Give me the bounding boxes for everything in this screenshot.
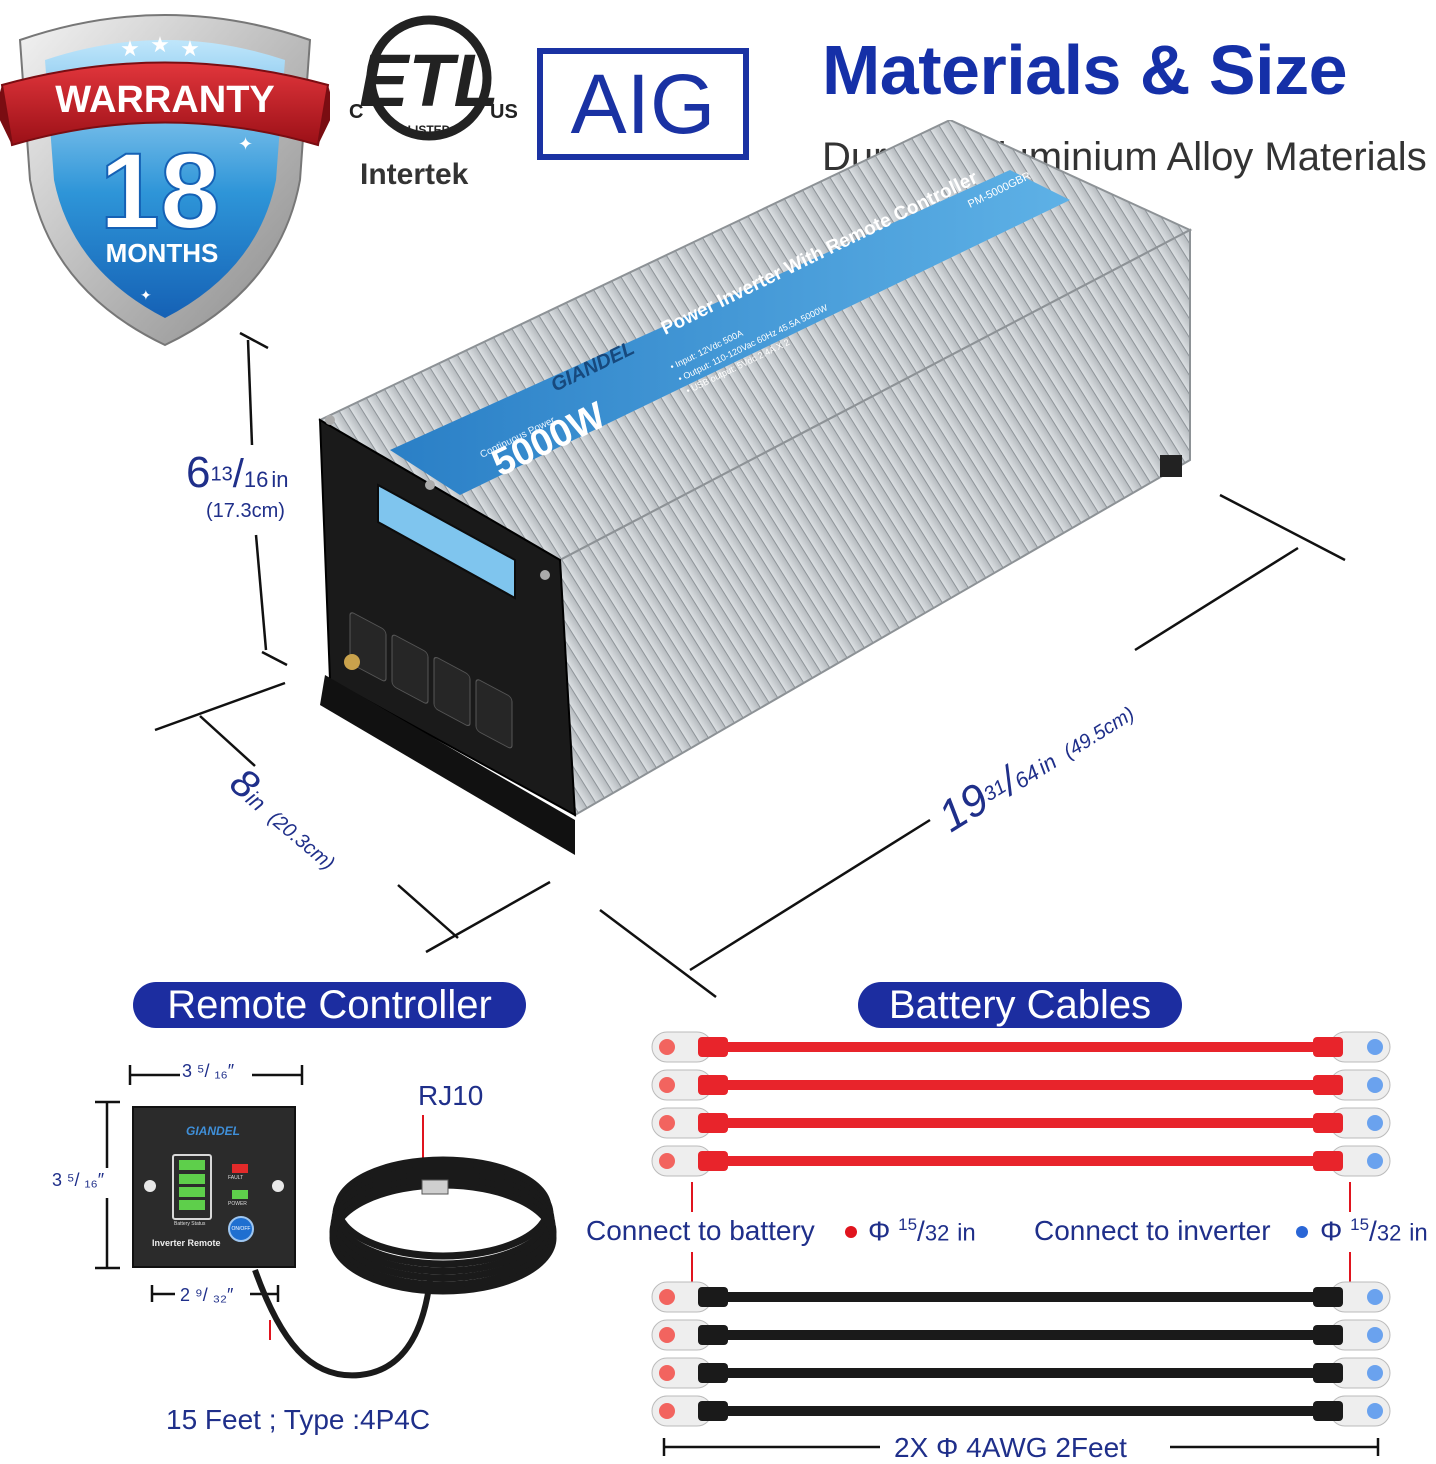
red-cable-2: [651, 1069, 1391, 1101]
remote-brand: GIANDEL: [186, 1124, 240, 1138]
ring-unit: in: [957, 1219, 976, 1247]
black-cable-4: [651, 1395, 1391, 1427]
etl-listed-mark: ETL C US LISTED: [349, 15, 518, 141]
battery-ring-size: Φ 15/32 in: [868, 1215, 976, 1247]
svg-text:★: ★: [120, 36, 140, 61]
connect-inverter-label: Connect to inverter: [1034, 1215, 1271, 1246]
lcd-screen: [377, 483, 516, 600]
remote-device: GIANDEL FAULT POWER Battery Status ON/OF…: [132, 1106, 296, 1268]
etl-letters: ETL: [359, 39, 499, 122]
warranty-unit: MONTHS: [106, 238, 219, 268]
dimension-lines: [154, 331, 1346, 998]
connect-battery-label: Connect to battery: [586, 1215, 815, 1246]
inverter-ring-size: Φ 15/32 in: [1320, 1215, 1428, 1247]
svg-text:★: ★: [180, 36, 200, 61]
phi-symbol-2: Φ: [1320, 1215, 1343, 1247]
onoff-label: ON/OFF: [231, 1226, 251, 1232]
black-cable-1: [651, 1281, 1391, 1313]
inverter-dot: [1296, 1226, 1308, 1238]
etl-listed: LISTED: [408, 123, 451, 137]
fault-label: FAULT: [228, 1175, 244, 1181]
remote-cable-spec: 15 Feet ; Type :4P4C: [166, 1404, 431, 1435]
ring-den: 32: [924, 1220, 950, 1246]
cables-heading: Battery Cables: [858, 982, 1182, 1028]
red-cable-3: [651, 1107, 1391, 1139]
svg-text:★: ★: [150, 32, 170, 57]
inverter-illustration: 5000W Continuous Power GIANDEL Power Inv…: [317, 120, 1193, 855]
fault-led: [232, 1164, 248, 1173]
inverter-label-panel: [390, 170, 1070, 495]
height-whole: 6: [186, 448, 211, 497]
height-metric: (17.3cm): [206, 500, 285, 522]
svg-text:✦: ✦: [238, 134, 253, 154]
page-title: Materials & Size: [822, 31, 1348, 109]
ring-num-2: 15: [1350, 1215, 1370, 1234]
battery-status-icon: [172, 1154, 212, 1220]
remote-heading: Remote Controller: [133, 982, 526, 1028]
black-cable-2: [651, 1319, 1391, 1351]
etl-c: C: [349, 101, 363, 123]
black-cable-3: [651, 1357, 1391, 1389]
rj10-plug: [421, 1179, 449, 1195]
svg-text:✦: ✦: [140, 287, 152, 303]
height-den: 16: [243, 467, 269, 492]
rj10-label: RJ10: [418, 1080, 484, 1111]
ring-num: 15: [898, 1215, 918, 1234]
aig-logo: AIG: [537, 48, 749, 160]
remote-screw-hole-left: [144, 1180, 156, 1192]
battery-dot: [845, 1226, 857, 1238]
cable-spec: 2X Φ 4AWG 2Feet: [888, 1432, 1133, 1464]
power-label: POWER: [228, 1201, 247, 1207]
ring-unit-2: in: [1409, 1219, 1428, 1247]
remote-screw-hole-right: [272, 1180, 284, 1192]
ring-den-2: 32: [1376, 1220, 1402, 1246]
height-unit: in: [271, 467, 289, 492]
warranty-number: 18: [100, 130, 220, 251]
remote-name-label: Inverter Remote: [152, 1238, 221, 1248]
remote-hole-dim: 2 ⁹/ ₃₂″: [180, 1285, 234, 1305]
red-cable-1: [651, 1031, 1391, 1063]
etl-us: US: [490, 101, 518, 123]
power-led: [232, 1190, 248, 1199]
warranty-label: WARRANTY: [55, 79, 275, 121]
height-num: 13: [210, 463, 233, 486]
phi-symbol: Φ: [868, 1215, 891, 1247]
remote-height-dim: 3 ⁵/ ₁₆″: [52, 1170, 105, 1190]
intertek-label: Intertek: [360, 158, 469, 191]
warranty-badge: ★ ★ ★ WARRANTY 18 MONTHS ✦ ✦: [0, 14, 330, 347]
remote-cable-coil: [252, 1156, 557, 1379]
battery-cables-illustration: [651, 1031, 1391, 1456]
red-cable-4: [651, 1145, 1391, 1177]
remote-width-dim: 3 ⁵/ ₁₆″: [182, 1061, 235, 1081]
onoff-button[interactable]: ON/OFF: [228, 1216, 254, 1242]
battery-status-label: Battery Status: [174, 1221, 206, 1227]
